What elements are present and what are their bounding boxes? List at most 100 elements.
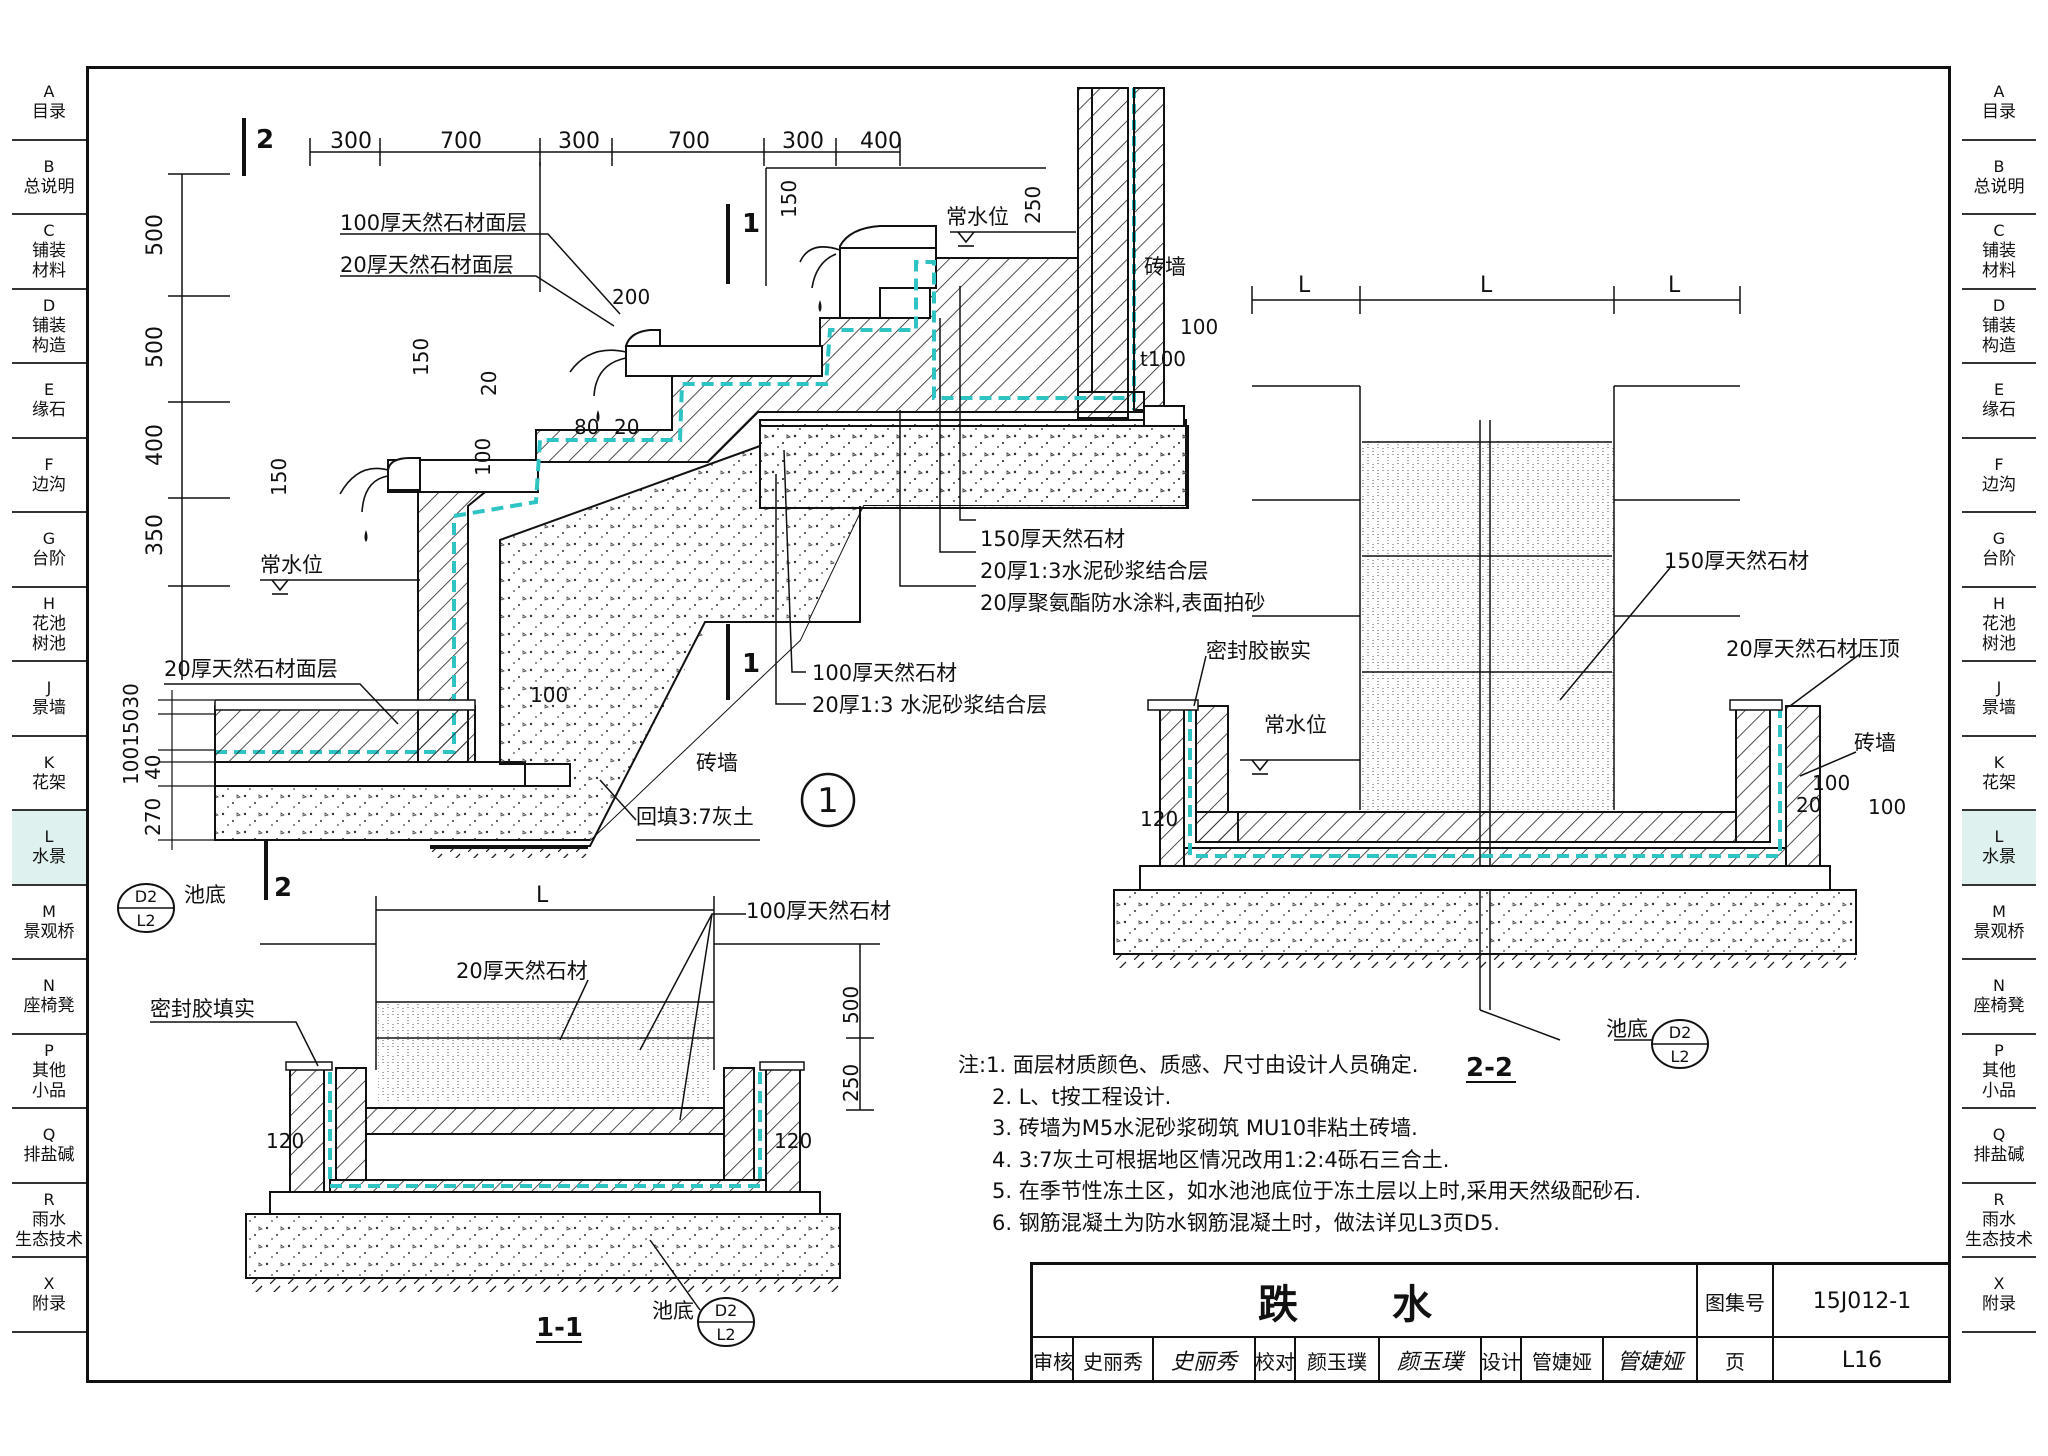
dim-20-mid: 20 bbox=[477, 371, 501, 396]
s22-dim-20: 20 bbox=[1796, 793, 1821, 817]
s22-dim-120: 120 bbox=[1140, 807, 1178, 831]
page-label: 页 bbox=[1725, 1349, 1745, 1374]
tab-letter: K bbox=[1993, 752, 2005, 772]
note-5: 5. 在季节性冻土区，如水池池底位于冻土层以上时,采用天然级配砂石. bbox=[992, 1179, 1642, 1203]
tab-letter: F bbox=[1994, 454, 2004, 474]
tab-letter: E bbox=[43, 380, 55, 400]
atlas-label: 图集号 bbox=[1705, 1290, 1765, 1315]
tab-letter: N bbox=[1993, 976, 2005, 996]
tab-letter: N bbox=[43, 976, 55, 996]
tab-letter: X bbox=[1993, 1274, 2005, 1294]
tab-label: 生态技术 bbox=[15, 1229, 83, 1250]
s11-callout-sealant: 密封胶填实 bbox=[150, 997, 255, 1021]
tab-letter: Q bbox=[42, 1125, 56, 1145]
tab-letter: X bbox=[43, 1274, 55, 1294]
tab-letter: C bbox=[1993, 221, 2005, 241]
tab-letter: A bbox=[1993, 82, 2005, 102]
tab-label: 座椅凳 bbox=[23, 996, 75, 1017]
note-4: 4. 3:7灰土可根据地区情况改用1:2:4砾石三合土. bbox=[992, 1147, 1450, 1172]
dim-100-left: 100 bbox=[471, 438, 495, 476]
callout-20-stone-face: 20厚天然石材面层 bbox=[340, 253, 514, 277]
top-dim-0: 300 bbox=[330, 129, 372, 154]
tab-label: 构造 bbox=[1982, 335, 2016, 356]
svg-text:L2: L2 bbox=[136, 911, 155, 930]
left-dim-1: 500 bbox=[143, 326, 168, 368]
tab-label: 铺装 bbox=[32, 315, 66, 336]
tab-label: 边沟 bbox=[32, 474, 66, 495]
section-2-2-label: 2-2 bbox=[1466, 1053, 1513, 1083]
designer-name: 管婕娅 bbox=[1532, 1349, 1592, 1374]
designer-signature: 管婕娅 bbox=[1616, 1350, 1683, 1375]
detail-number-circle bbox=[800, 772, 856, 828]
tab-letter: G bbox=[1992, 529, 2006, 549]
left-dim-3: 350 bbox=[143, 514, 168, 556]
check-label: 校对 bbox=[1255, 1349, 1295, 1374]
atlas-number: 15J012-1 bbox=[1812, 1288, 1912, 1314]
callout-brick-wall-top: 砖墙 bbox=[1144, 255, 1186, 279]
tab-label: 花架 bbox=[32, 772, 66, 793]
tab-label: 总说明 bbox=[1973, 176, 2025, 197]
svg-text:D2: D2 bbox=[1669, 1023, 1692, 1042]
section-mark-2-bottom: 2 bbox=[274, 873, 292, 903]
title-block: 跌 水 图集号 15J012-1 页 L16 审核 史丽秀 史丽秀 校对 颜玉璞… bbox=[1030, 1262, 1951, 1383]
callout-mortar-1: 20厚1:3水泥砂浆结合层 bbox=[980, 559, 1209, 583]
tab-label: 附录 bbox=[1982, 1294, 2016, 1315]
tab-label: 台阶 bbox=[1982, 549, 2016, 570]
callout-100-stone-face: 100厚天然石材面层 bbox=[340, 211, 527, 235]
callout-100-stone: 100厚天然石材 bbox=[812, 661, 957, 685]
callout-water-level-low: 常水位 bbox=[260, 553, 323, 577]
s11-dim-500: 500 bbox=[839, 986, 863, 1024]
s22-dim-100a: 100 bbox=[1812, 771, 1850, 795]
tab-letter: F bbox=[44, 454, 54, 474]
tread-stone-2 bbox=[625, 345, 823, 377]
tab-label: 雨水 bbox=[1982, 1209, 2016, 1230]
tab-letter: J bbox=[46, 678, 52, 698]
top-dim-4: 300 bbox=[782, 129, 824, 154]
top-dim-5: 400 bbox=[860, 129, 902, 154]
tab-label: 小品 bbox=[1982, 1080, 2016, 1101]
callout-waterproof: 20厚聚氨酯防水涂料,表面拍砂 bbox=[980, 591, 1265, 615]
drawing-title: 跌 水 bbox=[1258, 1282, 1472, 1328]
tab-letter: E bbox=[1993, 380, 2005, 400]
tab-label: 构造 bbox=[32, 335, 66, 356]
tab-label: 花池 bbox=[1982, 613, 2016, 634]
tab-label: 缘石 bbox=[32, 400, 66, 421]
section-1-1: L 500 250 120 120 bbox=[150, 883, 891, 1347]
s22-callout-brick-wall: 砖墙 bbox=[1854, 731, 1896, 755]
